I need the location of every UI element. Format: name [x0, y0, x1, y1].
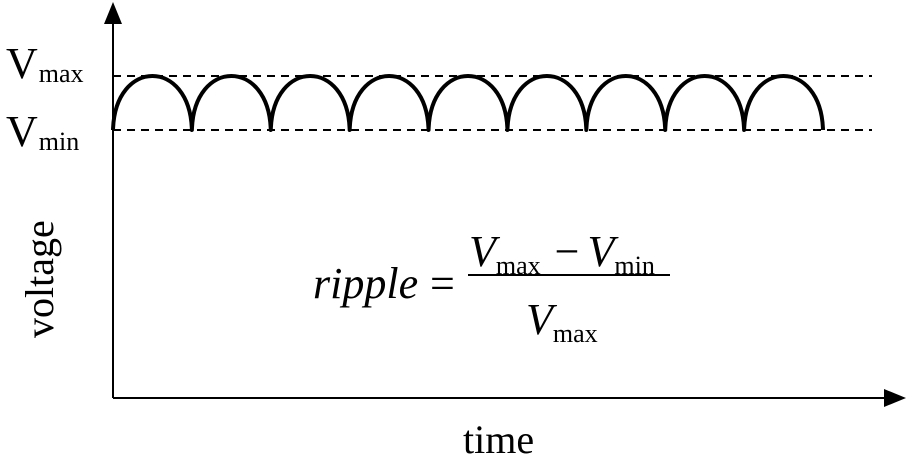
x-axis-label: time — [463, 417, 535, 462]
ripple-formula: ripple = Vmax−Vmin Vmax — [313, 226, 693, 348]
x-axis-arrow — [884, 389, 906, 407]
formula-numerator: Vmax−Vmin — [469, 227, 655, 280]
fraction-bar — [468, 274, 670, 276]
formula-lhs: ripple — [313, 259, 419, 308]
vmin-label: Vmin — [6, 107, 80, 156]
formula-denominator: Vmax — [526, 295, 598, 348]
y-axis-arrow — [104, 2, 122, 24]
rectified-waveform — [111, 74, 825, 132]
formula-equals: = — [430, 259, 455, 308]
vmax-label: Vmax — [6, 39, 84, 88]
y-axis-label: voltage — [17, 220, 62, 338]
